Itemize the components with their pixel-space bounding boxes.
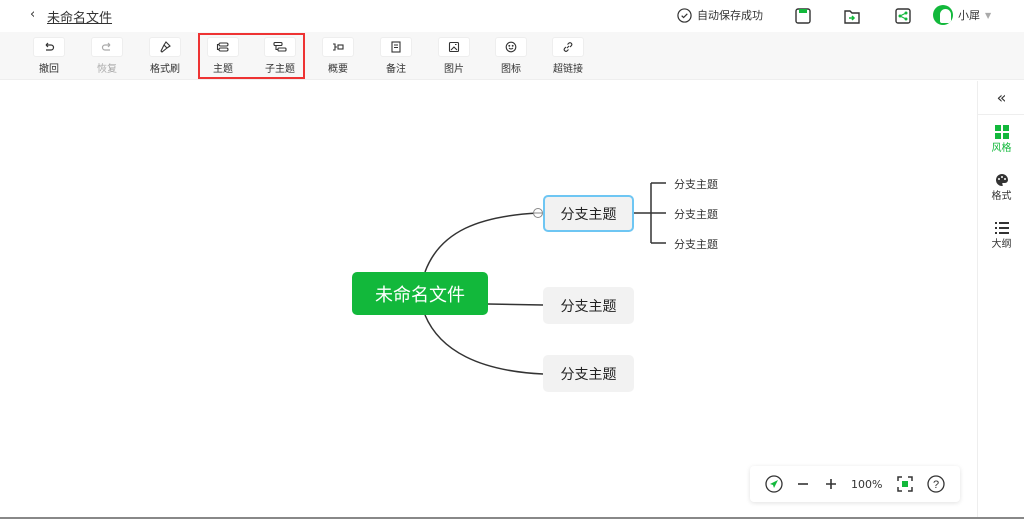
list-icon [994,222,1009,234]
zoom-controls: 100% ? [750,466,960,502]
topic-label: 主题 [213,64,233,75]
connector-lines [424,182,666,375]
avatar [933,5,953,25]
palette-icon [995,174,1008,186]
branch-topic-1[interactable]: 分支主题 [543,195,634,232]
side-tab-outline[interactable]: 大纲 [978,221,1024,250]
subtopic-label: 子主题 [265,64,295,75]
side-tab-format-label: 格式 [991,191,1012,202]
summary-label: 概要 [328,64,348,75]
side-panel: « 风格 格式 大纲 [977,81,1024,517]
emoji-label: 图标 [501,64,521,75]
document-title[interactable]: 未命名文件 [47,11,113,26]
top-bar: ‹ 未命名文件 自动保存成功 小犀 ▼ [0,0,1024,32]
help-button[interactable]: ? [927,475,945,493]
zoom-level: 100% [850,477,883,491]
redo-button[interactable]: 恢复 [87,37,127,75]
fit-screen-icon [897,476,913,492]
topic-button[interactable]: 主题 [203,37,243,75]
bottom-border [0,517,1024,519]
subtopic-2[interactable]: 分支主题 [674,208,718,221]
side-tab-style-label: 风格 [991,143,1012,154]
format-brush-icon [160,41,171,53]
user-menu[interactable]: 小犀 ▼ [933,5,991,25]
note-button[interactable]: 备注 [376,37,416,75]
subtopic-3[interactable]: 分支主题 [674,238,718,251]
zoom-out-button[interactable] [796,477,810,491]
hyperlink-label: 超链接 [553,64,583,75]
subtopic-1[interactable]: 分支主题 [674,178,718,191]
highlight-box [198,33,305,79]
topic-icon [216,42,229,52]
chevron-down-icon: ▼ [985,10,992,20]
root-topic[interactable]: 未命名文件 [352,272,488,315]
summary-button[interactable]: 概要 [318,37,358,75]
hyperlink-button[interactable]: 超链接 [548,37,588,75]
zoom-in-button[interactable] [824,477,838,491]
format-brush-label: 格式刷 [150,64,180,75]
format-brush-button[interactable]: 格式刷 [145,37,185,75]
help-icon: ? [927,475,945,493]
minus-icon [798,483,809,485]
back-icon[interactable]: ‹ [30,7,36,22]
summary-icon [333,43,344,51]
save-status: 自动保存成功 [677,7,763,23]
toolbar: 撤回 恢复 格式刷 主题 子主题 概要 备注 图片 图标 超链接 [0,32,1024,80]
link-icon [563,42,573,52]
undo-button[interactable]: 撤回 [29,37,69,75]
image-label: 图片 [444,64,464,75]
mindmap-canvas[interactable] [0,81,977,517]
image-icon [448,41,460,53]
side-tab-style[interactable]: 风格 [978,125,1024,154]
undo-label: 撤回 [39,64,59,75]
emoji-button[interactable]: 图标 [491,37,531,75]
locate-icon [765,475,783,493]
redo-label: 恢复 [97,64,117,75]
emoji-icon [505,41,517,53]
subtopic-icon [273,41,287,52]
grid-icon [994,125,1009,139]
side-tab-outline-label: 大纲 [991,239,1012,250]
save-icon[interactable] [794,7,812,25]
branch-topic-3[interactable]: 分支主题 [543,355,634,392]
save-status-text: 自动保存成功 [697,9,763,22]
svg-text:?: ? [933,479,939,491]
undo-icon [45,42,55,51]
branch-topic-2[interactable]: 分支主题 [543,287,634,324]
locate-button[interactable] [765,475,783,493]
plus-icon [825,479,836,489]
note-icon [391,41,401,53]
redo-icon [101,42,111,51]
export-icon[interactable] [843,7,861,25]
subtopic-button[interactable]: 子主题 [260,37,300,75]
share-icon[interactable] [894,7,912,25]
user-name: 小犀 [958,9,980,22]
check-circle-icon [677,7,692,23]
image-button[interactable]: 图片 [434,37,474,75]
note-label: 备注 [386,64,406,75]
fit-screen-button[interactable] [896,475,914,493]
collapse-panel-icon[interactable]: « [978,81,1024,115]
side-tab-format[interactable]: 格式 [978,173,1024,202]
